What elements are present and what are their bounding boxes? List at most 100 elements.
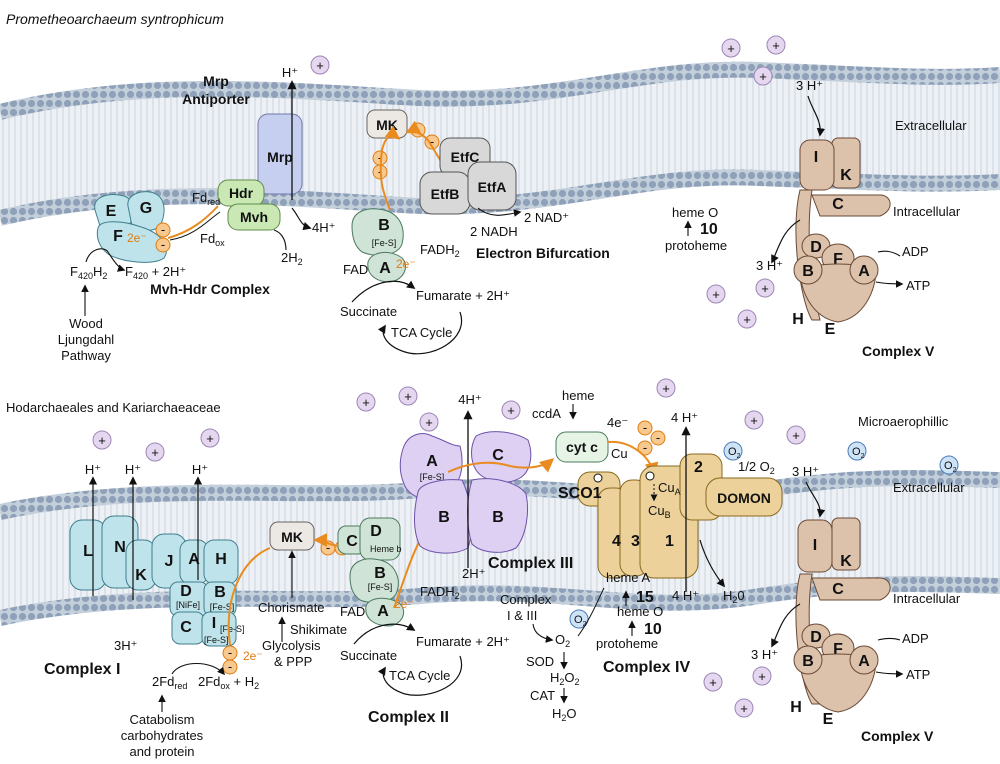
- atp-i-top-label: I: [814, 149, 818, 166]
- electron-bubble: -: [155, 237, 171, 253]
- fad-bottom: FAD: [340, 604, 365, 619]
- complex-i-iii-1: Complex: [500, 592, 552, 607]
- ci-electron-path: [227, 547, 271, 646]
- svg-text:-: -: [378, 150, 382, 165]
- atp-c-bottom-label: C: [832, 581, 844, 598]
- electron-bubble: -: [222, 645, 238, 661]
- cii-d-label: D: [370, 523, 382, 540]
- oxygen-bubble: O2: [939, 455, 959, 475]
- domon-label: DOMON: [717, 490, 771, 506]
- atp-bottom: ATP: [906, 667, 930, 682]
- ci-hplus-1: H⁺: [85, 462, 101, 477]
- civ-4-label: 4: [612, 533, 621, 550]
- ten-top: 10: [700, 221, 718, 238]
- tca-top: TCA Cycle: [391, 325, 452, 340]
- proton-in-arrow-top: [807, 95, 826, 137]
- proton-bubble: +: [752, 666, 772, 686]
- protoheme-bottom: protoheme: [596, 636, 658, 651]
- ciii-b2-label: B: [492, 509, 504, 526]
- svg-text:-: -: [228, 645, 232, 660]
- ci-2e: 2e⁻: [243, 649, 263, 663]
- half-o2: 1/2 O2: [738, 459, 775, 476]
- top-panel-title: Prometheoarchaeum syntrophicum: [6, 11, 224, 27]
- electron-bubble: -: [222, 659, 238, 675]
- complex-v-bottom: Complex V: [861, 728, 934, 744]
- ci-hplus-2: H⁺: [125, 462, 141, 477]
- svg-text:+: +: [727, 41, 735, 56]
- proton-bubble: +: [706, 284, 726, 304]
- mrp-antiporter-title: Mrp: [203, 73, 229, 89]
- mvh-4h: 4H⁺: [312, 220, 335, 235]
- proton-bubbles-bottom: + + + + + + + + + + + + +: [92, 378, 806, 718]
- cytc-label: cyt c: [566, 439, 598, 455]
- proton-bubble: +: [501, 400, 521, 420]
- tca-arrow-top: [377, 311, 463, 355]
- cu-site-sco1: [593, 473, 603, 483]
- cii-hemeb-label: Heme b: [370, 544, 402, 554]
- ci-l-label: L: [83, 543, 93, 560]
- cytc-protein: [555, 431, 609, 463]
- ci-j-label: J: [165, 553, 174, 570]
- atp-top: ATP: [906, 278, 930, 293]
- complex-i: L N K J A H D [NiFe] B [Fe-S] C I [Fe-S]…: [69, 515, 245, 647]
- microaerophillic: Microaerophillic: [858, 414, 949, 429]
- svg-text:-: -: [643, 420, 647, 435]
- fd-cycle-arrow: [169, 211, 221, 241]
- atp-h-top-label: H: [792, 311, 804, 328]
- ci-fes1-label: [Fe-S]: [210, 602, 235, 612]
- electron-bubble: -: [155, 222, 171, 238]
- svg-text:+: +: [662, 381, 670, 396]
- svg-text:+: +: [709, 675, 717, 690]
- ci-d-label: D: [180, 583, 192, 600]
- mk-bottom-label: MK: [281, 529, 303, 545]
- ci-fd-arrow: [171, 663, 226, 676]
- electron-path: [167, 205, 219, 239]
- svg-text:+: +: [362, 395, 370, 410]
- svg-text:+: +: [758, 669, 766, 684]
- svg-text:-: -: [656, 430, 660, 445]
- shikimate: Shikimate: [290, 622, 347, 637]
- svg-text:-: -: [643, 440, 647, 455]
- etfa-protein: [467, 161, 517, 211]
- chorismate: Chorismate: [258, 600, 324, 615]
- atp-h-bottom-label: H: [790, 699, 802, 716]
- wood-3: Pathway: [61, 348, 111, 363]
- proton-bubble: +: [737, 309, 757, 329]
- sdh-reaction-arrow: [351, 280, 416, 303]
- proton-bubble: +: [419, 412, 439, 432]
- fumarate-top: Fumarate + 2H⁺: [416, 288, 510, 303]
- mrp-antiporter-title-2: Antiporter: [182, 91, 250, 107]
- cii-2e: 2e⁻: [394, 597, 414, 611]
- proton-bubble: +: [656, 378, 676, 398]
- svg-text:+: +: [206, 431, 214, 446]
- proton-bubble: +: [786, 425, 806, 445]
- oxygen-bubble: O2: [847, 441, 867, 461]
- svg-text:O2: O2: [728, 446, 741, 460]
- cii-a-label: A: [377, 603, 389, 620]
- atp-f-top-label: F: [833, 251, 843, 268]
- sdh-fes-top: [Fe-S]: [372, 238, 397, 248]
- heme-a: heme A: [606, 570, 650, 585]
- complex-iii: A [Fe-S] C B B: [399, 431, 532, 554]
- svg-text:+: +: [761, 281, 769, 296]
- ci-a-label: A: [188, 551, 200, 568]
- electron-bubble: -: [424, 134, 440, 150]
- tca-arrow-bottom: [377, 655, 463, 696]
- proton-in-arrow-bottom: [805, 481, 826, 518]
- proton-bubble: +: [398, 386, 418, 406]
- extracellular-bottom: Extracellular: [893, 480, 965, 495]
- ci-c-label: C: [180, 619, 192, 636]
- wood-2: Ljungdahl: [58, 332, 114, 347]
- svg-text:+: +: [507, 403, 515, 418]
- three-h-out-top: 3 H⁺: [796, 78, 823, 93]
- hdr-label: Hdr: [229, 185, 254, 201]
- fd-red: Fdred: [192, 190, 220, 207]
- sod: SOD: [526, 654, 554, 669]
- atp-b-bottom-label: B: [802, 653, 814, 670]
- proton-bubble: +: [310, 55, 330, 75]
- ci-hplus-3: H⁺: [192, 462, 208, 477]
- atp-arrow-bottom: [875, 670, 904, 678]
- atp-k-bottom-label: K: [840, 553, 852, 570]
- ci-n-label: N: [114, 539, 126, 556]
- fumarate-bottom: Fumarate + 2H⁺: [416, 634, 510, 649]
